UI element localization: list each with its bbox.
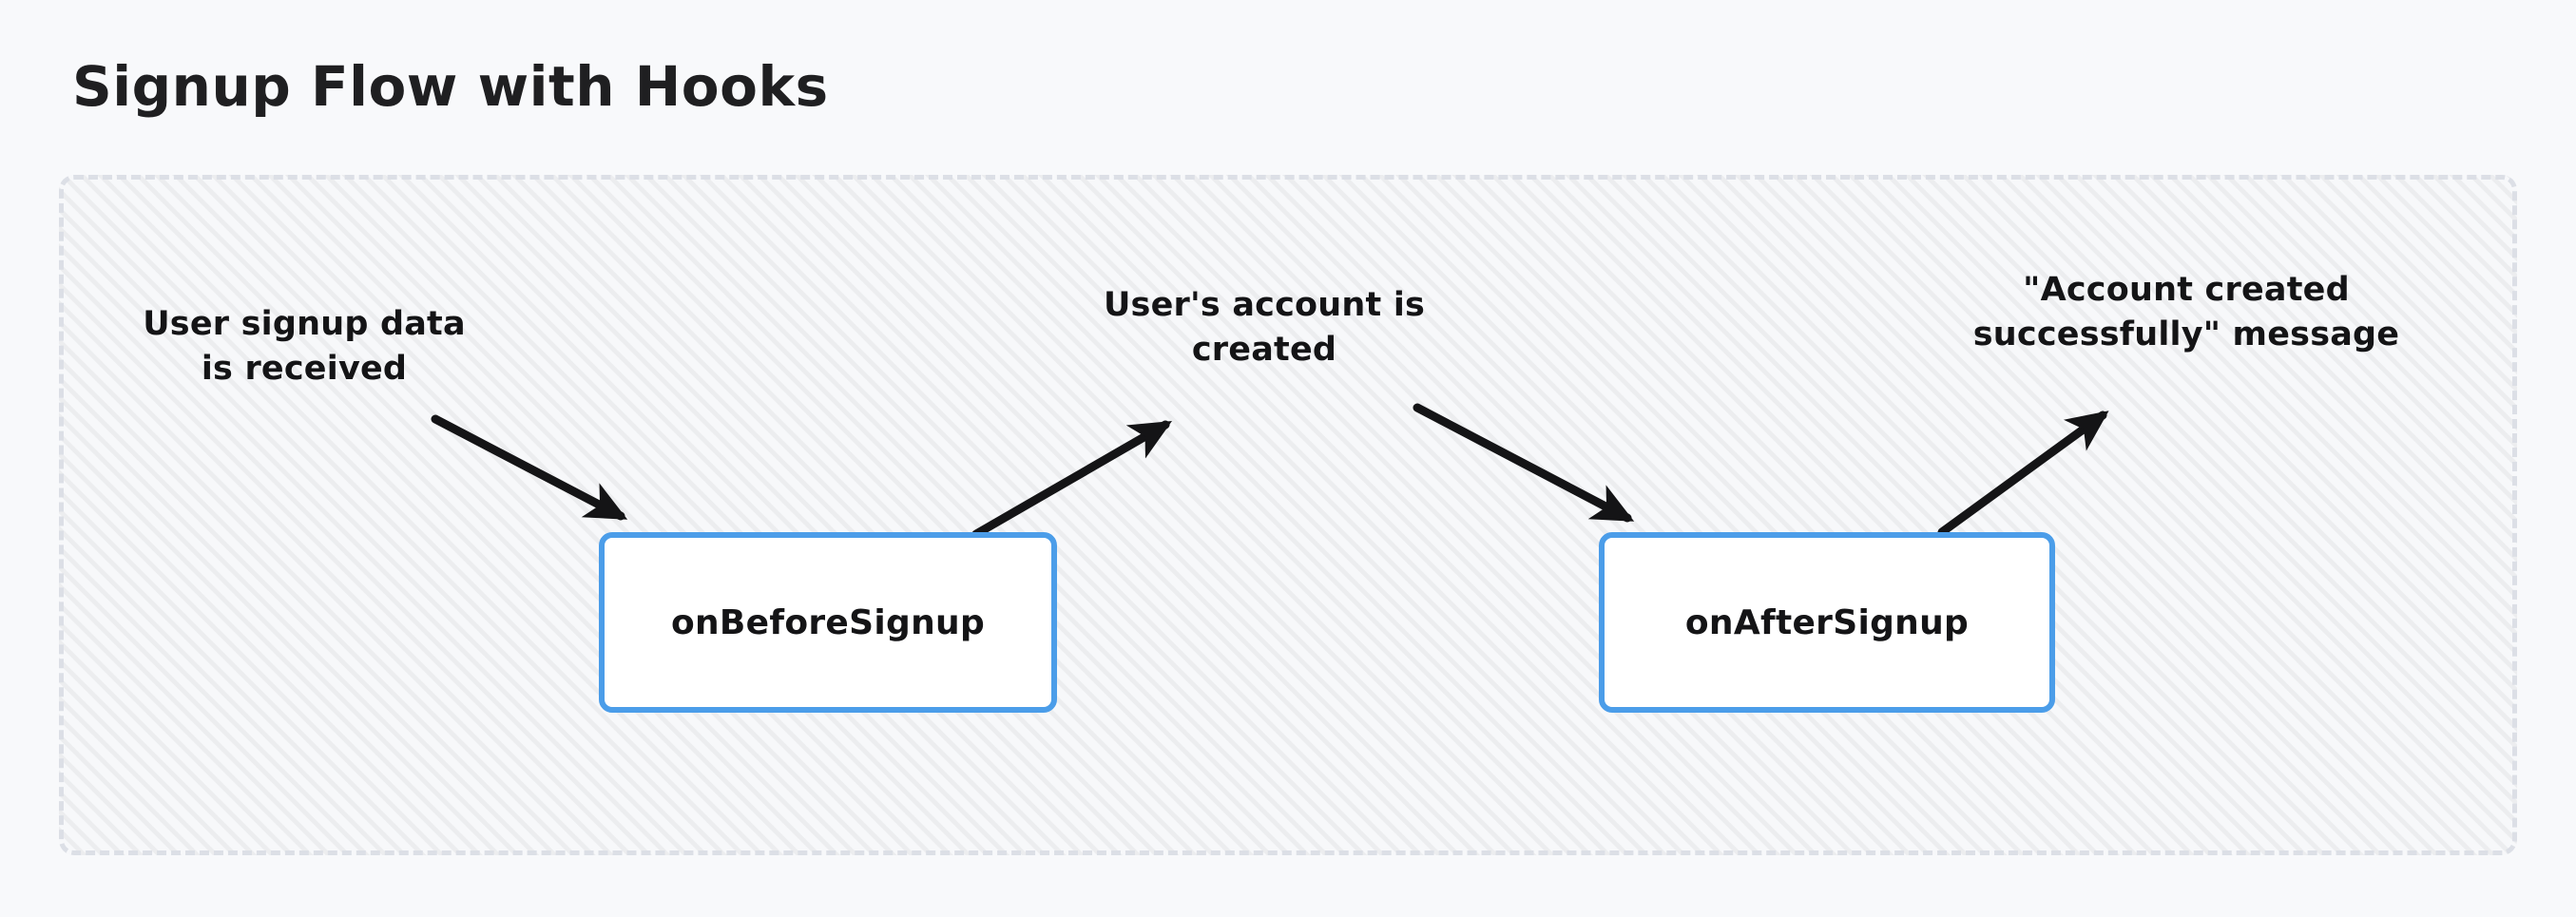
node-label: onAfterSignup — [1684, 602, 1970, 642]
annotation-user-signup-data: User signup data is received — [143, 305, 466, 388]
node-on-before-signup[interactable]: onBeforeSignup — [599, 532, 1057, 713]
annotation-success-message: "Account created successfully" message — [1972, 271, 2400, 353]
flow-container — [59, 175, 2517, 855]
page-title: Signup Flow with Hooks — [72, 54, 829, 119]
node-on-after-signup[interactable]: onAfterSignup — [1599, 532, 2055, 713]
annotation-account-created: User's account is created — [1103, 286, 1426, 369]
node-label: onBeforeSignup — [670, 602, 986, 642]
